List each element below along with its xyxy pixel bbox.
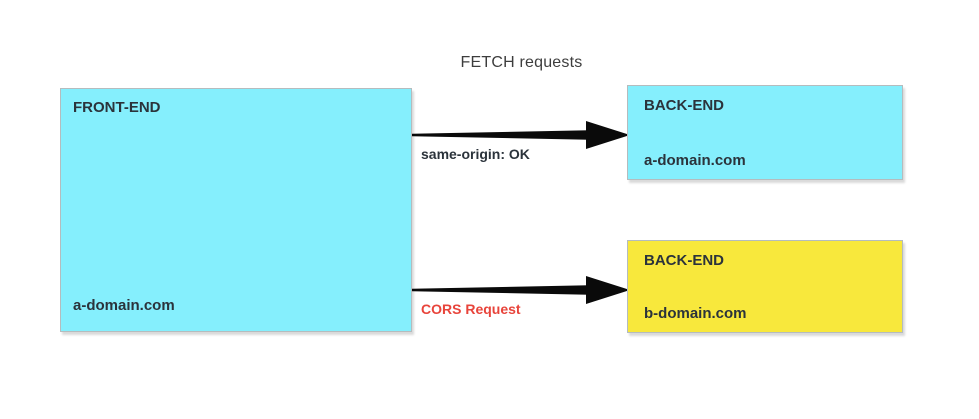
frontend-node: FRONT-END a-domain.com <box>60 88 412 332</box>
backend-a-node: BACK-END a-domain.com <box>627 85 903 180</box>
frontend-domain-label: a-domain.com <box>73 297 175 314</box>
same-origin-arrow <box>412 121 630 149</box>
backend-b-node: BACK-END b-domain.com <box>627 240 903 333</box>
backend-b-role-label: BACK-END <box>644 252 724 269</box>
cors-edge-label: CORS Request <box>421 301 521 317</box>
same-origin-arrow-shaft <box>412 130 589 140</box>
cors-arrow <box>412 276 630 304</box>
frontend-role-label: FRONT-END <box>73 99 161 116</box>
diagram-title: FETCH requests <box>460 54 583 71</box>
cors-arrow-shaft <box>412 285 589 295</box>
cors-arrow-head <box>586 276 630 304</box>
same-origin-arrow-head <box>586 121 630 149</box>
backend-a-role-label: BACK-END <box>644 97 724 114</box>
backend-a-domain-label: a-domain.com <box>644 152 746 169</box>
same-origin-edge-label: same-origin: OK <box>421 146 530 162</box>
backend-b-domain-label: b-domain.com <box>644 305 747 322</box>
